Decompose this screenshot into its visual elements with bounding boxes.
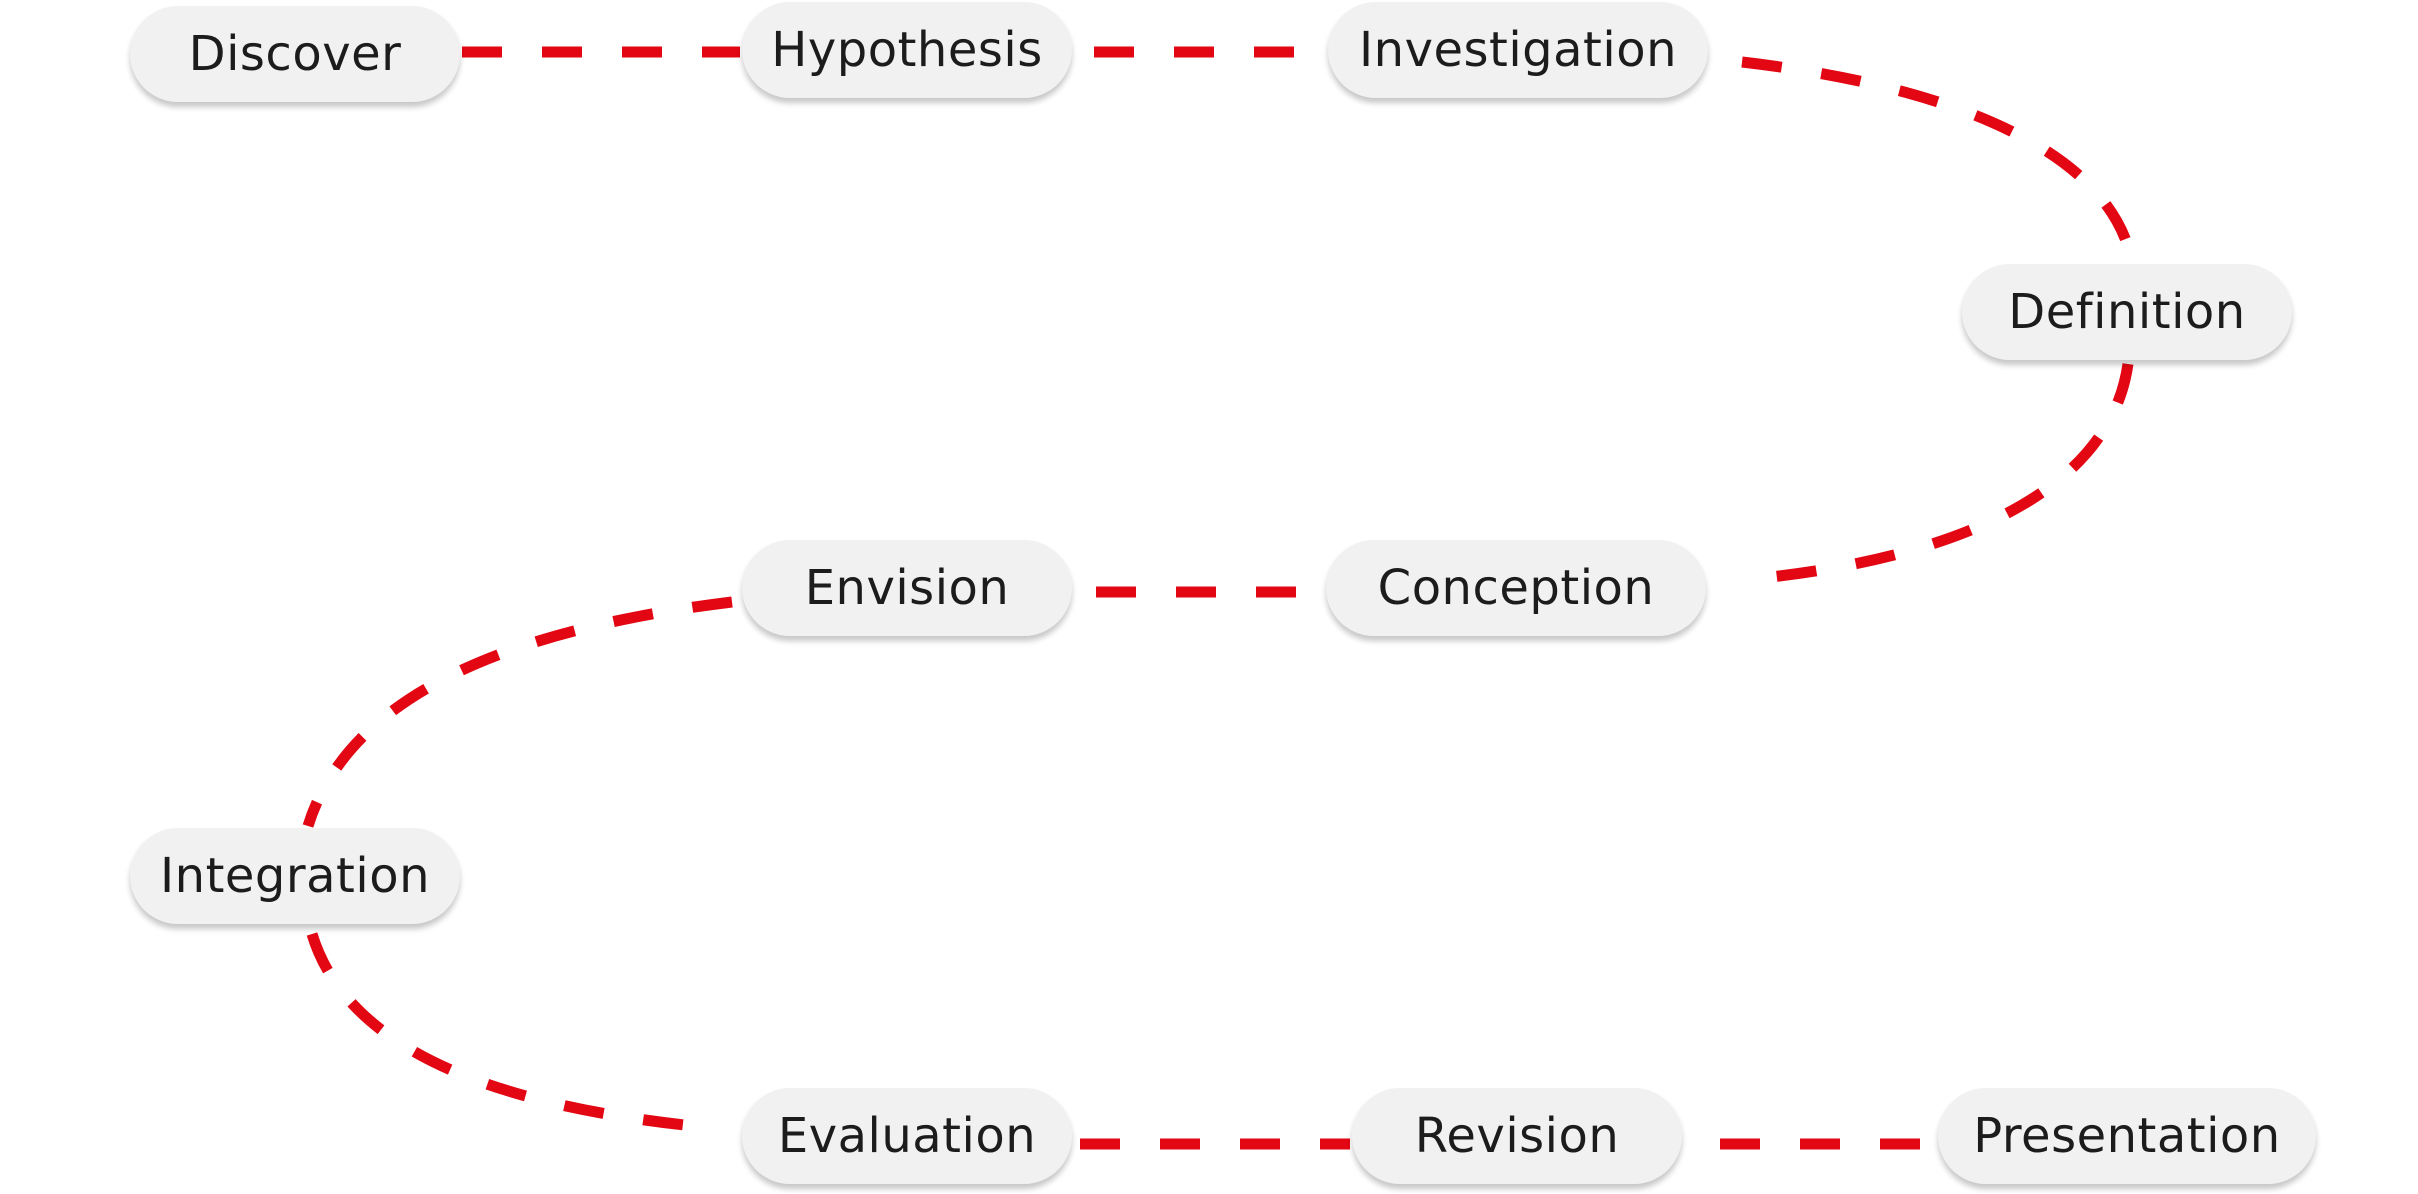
node-label: Definition	[2008, 284, 2246, 340]
node-label: Envision	[804, 560, 1010, 616]
node-label: Evaluation	[777, 1108, 1037, 1164]
edge-envision-integration	[302, 596, 733, 828]
node-label: Investigation	[1358, 22, 1677, 78]
node-hypothesis: Hypothesis	[742, 2, 1072, 98]
node-investigation: Investigation	[1328, 2, 1708, 98]
node-label: Discover	[188, 26, 402, 82]
node-evaluation: Evaluation	[742, 1088, 1072, 1184]
edge-definition-conception	[1741, 363, 2134, 586]
node-integration: Integration	[130, 828, 460, 924]
edge-investigation-definition	[1741, 56, 2138, 264]
node-discover: Discover	[130, 6, 460, 102]
node-presentation: Presentation	[1938, 1088, 2316, 1184]
node-label: Integration	[160, 848, 430, 904]
node-envision: Envision	[742, 540, 1072, 636]
node-label: Revision	[1414, 1108, 1620, 1164]
node-label: Presentation	[1973, 1108, 2281, 1164]
node-conception: Conception	[1326, 540, 1706, 636]
node-label: Hypothesis	[771, 22, 1043, 78]
edge-integration-evaluation	[306, 932, 715, 1134]
node-label: Conception	[1377, 560, 1655, 616]
node-revision: Revision	[1352, 1088, 1682, 1184]
node-definition: Definition	[1962, 264, 2292, 360]
